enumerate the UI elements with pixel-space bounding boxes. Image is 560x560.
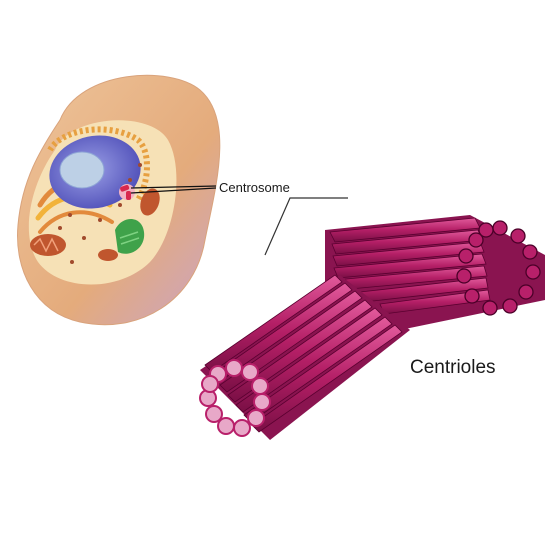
endoplasmic-reticulum [47, 126, 150, 202]
centriole-lower-end-ring [199, 359, 271, 437]
centrosome-label: Centrosome [219, 180, 290, 195]
mitochondria [30, 188, 160, 261]
centrioles-label: Centrioles [410, 357, 496, 378]
centriole-upper-end-ring [456, 220, 541, 316]
centriole-pair-illustration [199, 215, 545, 440]
centriole-lower [199, 274, 410, 440]
vesicles [58, 163, 142, 264]
zoom-leader-line [264, 197, 348, 256]
cell-illustration [17, 74, 221, 326]
centrosome-leader-lines [130, 185, 217, 194]
chloroplast-like-organelle [115, 218, 145, 254]
centrosome [119, 184, 135, 200]
nucleolus [59, 151, 105, 189]
centriole-upper [325, 215, 545, 330]
